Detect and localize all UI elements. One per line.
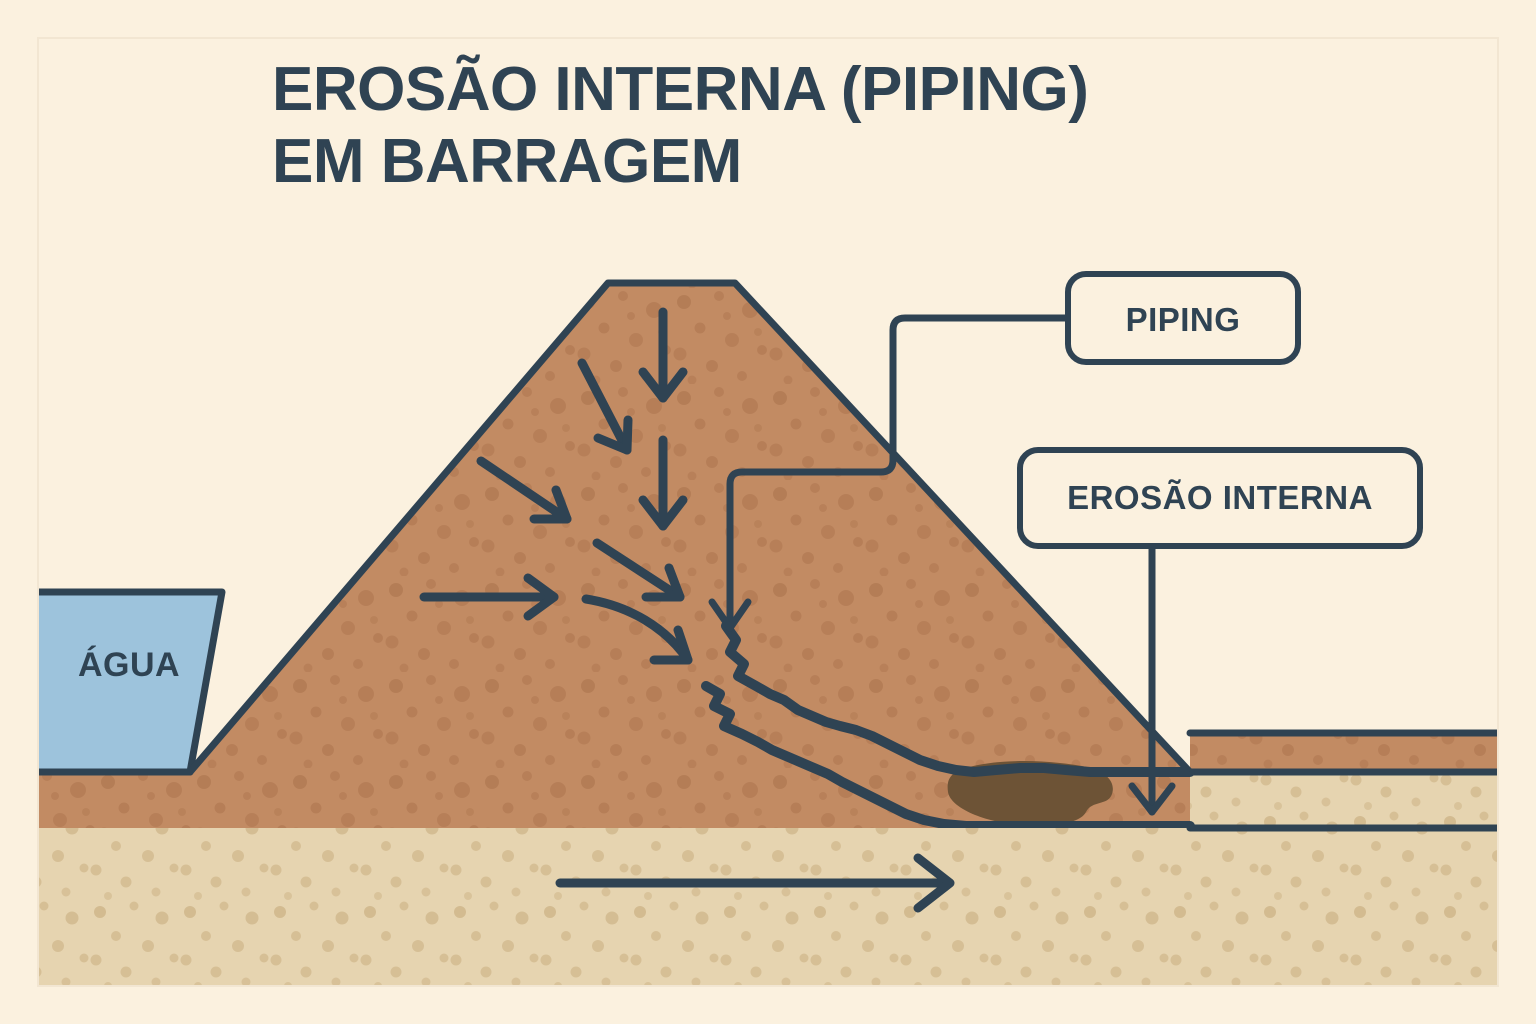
- piping-leader-line: [726, 314, 1072, 632]
- piping-feature-group: [701, 621, 1195, 828]
- reservoir-water: [38, 592, 222, 772]
- callout-erosao-interna[interactable]: EROSÃO INTERNA: [1017, 447, 1423, 816]
- seepage-arrow-diagonal-1: [577, 358, 633, 455]
- downstream-surface-soil: [1190, 733, 1498, 772]
- title-line-2: EM BARRAGEM: [272, 127, 742, 196]
- callout-piping[interactable]: PIPING: [708, 271, 1301, 632]
- foundation-deep-layer: [38, 828, 1498, 986]
- water-label: ÁGUA: [78, 646, 180, 684]
- piping-channel-upper-wall: [721, 621, 1195, 777]
- erosao-interna-callout-box[interactable]: [1017, 447, 1423, 549]
- seepage-arrow-curved: [581, 594, 693, 665]
- seepage-arrow-diagonal-2: [476, 456, 572, 524]
- piping-callout-label: PIPING: [1126, 301, 1241, 338]
- erosion-void: [947, 761, 1113, 826]
- piping-channel-lower-wall: [701, 681, 1195, 828]
- seepage-arrow-horizontal: [419, 573, 559, 621]
- seepage-arrow-vertical-2: [638, 435, 688, 531]
- seepage-arrow-diagonal-3: [592, 538, 685, 602]
- canvas-border: [37, 37, 1499, 987]
- erosao-interna-callout-label: EROSÃO INTERNA: [1067, 479, 1373, 516]
- piping-callout-box[interactable]: [1065, 271, 1301, 365]
- foundation-flow-arrow: [555, 853, 955, 913]
- erosao-interna-leader-arrowhead: [1128, 782, 1176, 816]
- seepage-arrow-vertical-1: [638, 307, 688, 403]
- piping-leader-arrowhead: [708, 598, 752, 632]
- cross-section-body: ÁGUA: [38, 279, 1498, 986]
- page-title: EROSÃO INTERNA (PIPING) EM BARRAGEM: [272, 55, 1089, 196]
- seepage-arrows-group: [419, 307, 693, 665]
- title-line-1: EROSÃO INTERNA (PIPING): [272, 55, 1088, 124]
